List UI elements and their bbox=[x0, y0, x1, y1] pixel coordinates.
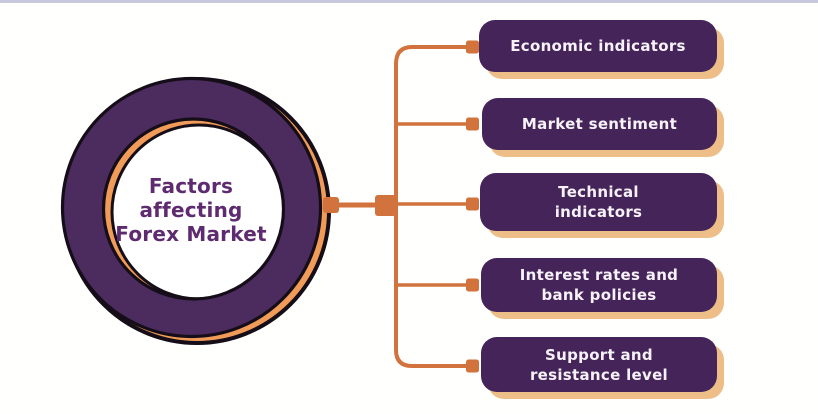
factor-label: Support and resistance level bbox=[529, 345, 669, 384]
connector-node-box-5 bbox=[466, 359, 479, 373]
factor-label: Market sentiment bbox=[521, 115, 678, 133]
connector-node-circle-edge bbox=[323, 197, 339, 213]
connector-node-box-3 bbox=[466, 197, 479, 211]
top-border bbox=[0, 0, 818, 3]
factor-box-technical-indicators: Technical indicators bbox=[480, 173, 717, 231]
diagram-title: Factors affecting Forex Market bbox=[115, 174, 267, 246]
factor-label: Interest rates and bank policies bbox=[519, 266, 679, 304]
factor-box-interest-rates: Interest rates and bank policies bbox=[481, 258, 717, 312]
factor-label: Economic indicators bbox=[510, 37, 686, 55]
connector-node-box-1 bbox=[466, 40, 479, 54]
connector-node-box-4 bbox=[466, 278, 479, 292]
donut-purple-ring bbox=[60, 76, 323, 339]
factor-label: Technical indicators bbox=[554, 183, 643, 221]
connector-spine bbox=[394, 45, 466, 368]
factor-box-economic-indicators: Economic indicators bbox=[479, 20, 717, 72]
factor-box-market-sentiment: Market sentiment bbox=[482, 98, 717, 150]
connector-node-box-2 bbox=[466, 117, 479, 131]
factor-box-support-resistance: Support and resistance level bbox=[481, 337, 717, 392]
connector-node-hub bbox=[375, 195, 396, 216]
